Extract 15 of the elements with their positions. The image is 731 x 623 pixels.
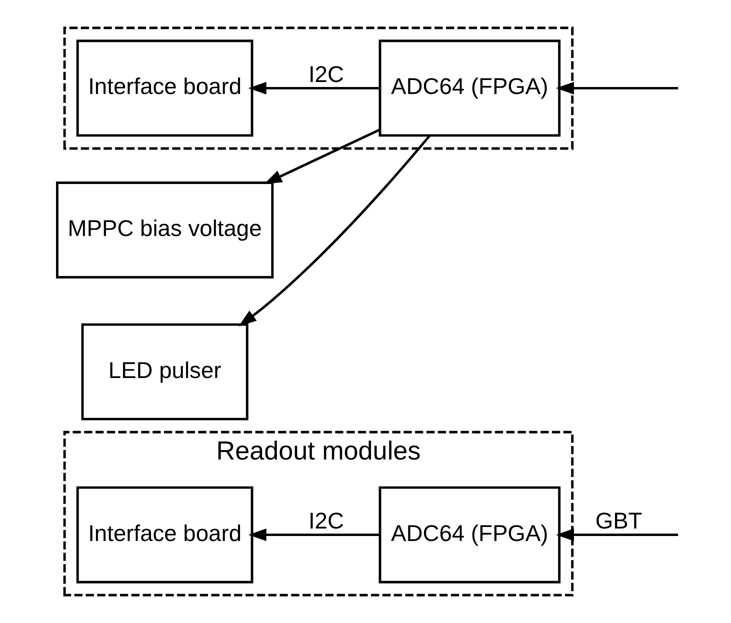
edge-label: GBT (595, 508, 642, 534)
node-box: ADC64 (FPGA) (378, 486, 561, 584)
arrow (238, 134, 431, 326)
node-box: Interface board (76, 40, 254, 137)
node-box: LED pulser (81, 323, 248, 420)
arrow (248, 82, 380, 94)
arrow (556, 528, 678, 542)
arrow (556, 82, 678, 94)
node-box: ADC64 (FPGA) (378, 40, 561, 137)
node-box: MPPC bias voltage (56, 182, 274, 278)
arrow (248, 528, 380, 542)
node-box: Interface board (76, 486, 254, 584)
edge-label: I2C (308, 508, 344, 534)
edge-label: I2C (308, 60, 344, 87)
arrow (264, 128, 380, 184)
